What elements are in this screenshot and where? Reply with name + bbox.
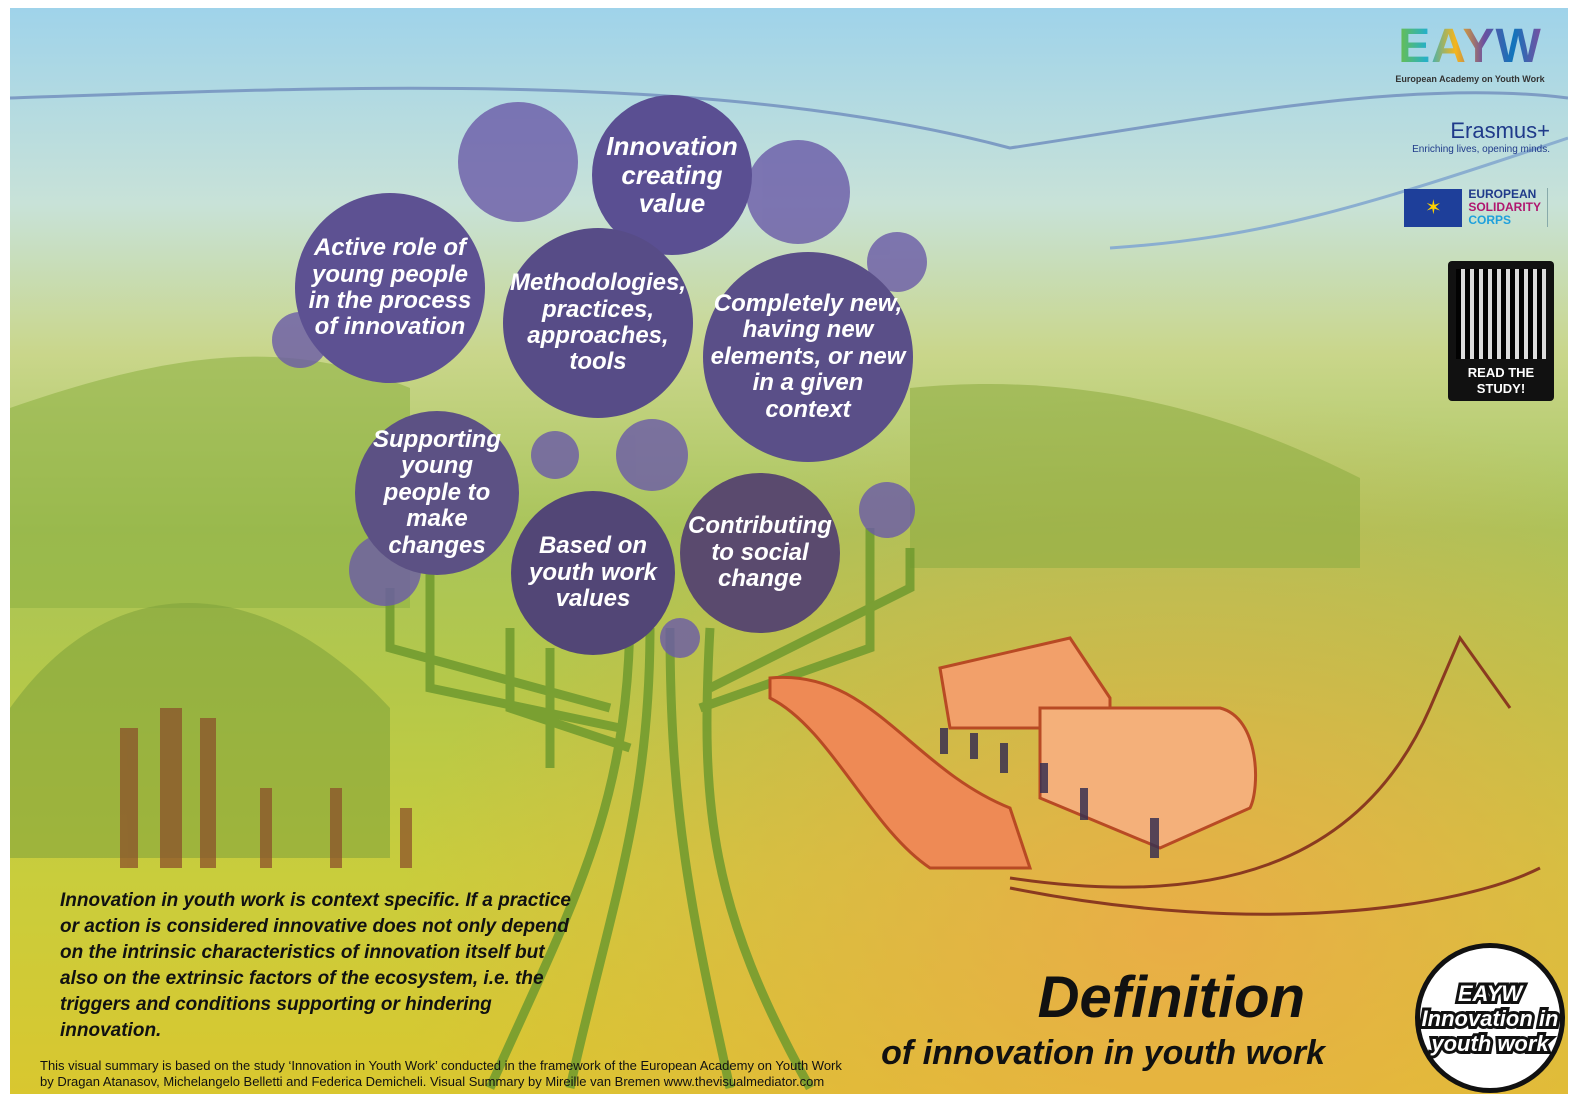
- bubble-innovation-creating-value: Innovation creating value: [592, 95, 752, 255]
- erasmus-logo: Erasmus+ Enriching lives, opening minds.: [1412, 118, 1550, 155]
- people: [940, 728, 1159, 858]
- bubble-social-change: Contributing to social change: [680, 473, 840, 633]
- eayw-logo: EAYW European Academy on Youth Work: [1395, 20, 1545, 84]
- bubble-completely-new: Completely new, having new elements, or …: [703, 252, 913, 462]
- qr-code-link[interactable]: READ THE STUDY!: [1448, 261, 1554, 401]
- bubble-supporting: Supporting young people to make changes: [355, 411, 519, 575]
- bubble-methodologies: Methodologies, practices, approaches, to…: [503, 228, 693, 418]
- intro-text: Innovation in youth work is context spec…: [60, 890, 571, 1041]
- eu-flag-icon: ✶: [1404, 188, 1463, 227]
- illustration: Innovation creating value Active role of…: [10, 8, 1568, 1094]
- poster-title: Definition of innovation in youth work: [881, 965, 1325, 1072]
- qr-code-icon: [1456, 269, 1546, 359]
- mountain-line: [10, 86, 1568, 150]
- european-solidarity-corps-logo: ✶ EUROPEAN SOLIDARITY CORPS: [1404, 188, 1548, 227]
- bubble-active-role: Active role of young people in the proce…: [295, 193, 485, 383]
- eayw-badge: EAYW Innovation in youth work: [1415, 943, 1565, 1093]
- train-station: [768, 634, 1541, 916]
- forest-right: [910, 384, 1360, 568]
- tree-trunks: [120, 708, 412, 868]
- forest-left: [10, 356, 410, 608]
- bubble-youth-work-values: Based on youth work values: [511, 491, 675, 655]
- credits: This visual summary is based on the stud…: [40, 1058, 842, 1089]
- tree-roots: [385, 528, 915, 1091]
- landscape-illustration: [10, 8, 1568, 1094]
